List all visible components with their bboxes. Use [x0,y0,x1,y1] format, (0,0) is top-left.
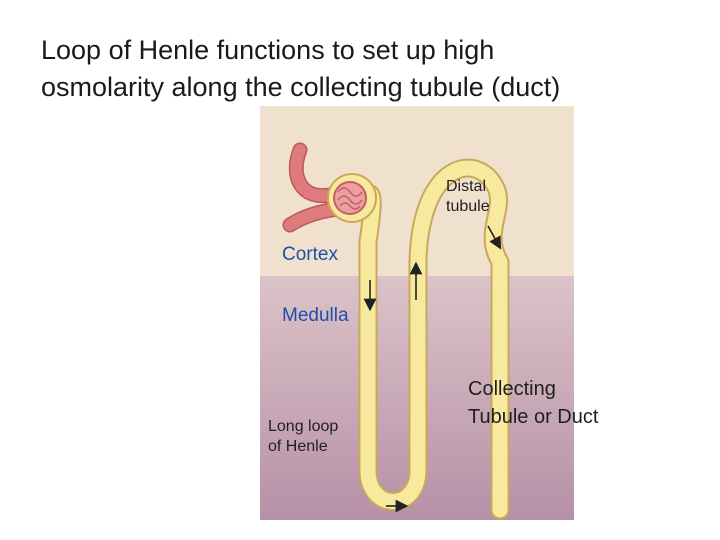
title-line-2: osmolarity along the collecting tubule (… [41,72,561,102]
label-collecting-duct: Collecting Tubule or Duct [468,375,598,431]
label-distal-line-2: tubule [446,198,490,215]
label-collecting-line-2: Tubule or Duct [468,406,599,428]
label-long-loop: Long loop of Henle [268,417,338,457]
label-medulla: Medulla [282,305,349,326]
title-line-1: Loop of Henle functions to set up high [41,35,495,65]
slide-title: Loop of Henle functions to set up high o… [41,32,701,106]
label-distal-line-1: Distal [446,178,487,195]
flow-arrows [363,225,502,513]
label-distal-tubule: Distal tubule [446,177,490,217]
label-cortex: Cortex [282,244,338,265]
flow-arrow-icon [487,225,502,250]
label-collecting-line-1: Collecting [468,378,556,400]
glomerulus [327,173,377,223]
label-henle-line-2: of Henle [268,438,328,455]
label-henle-line-1: Long loop [268,418,339,435]
